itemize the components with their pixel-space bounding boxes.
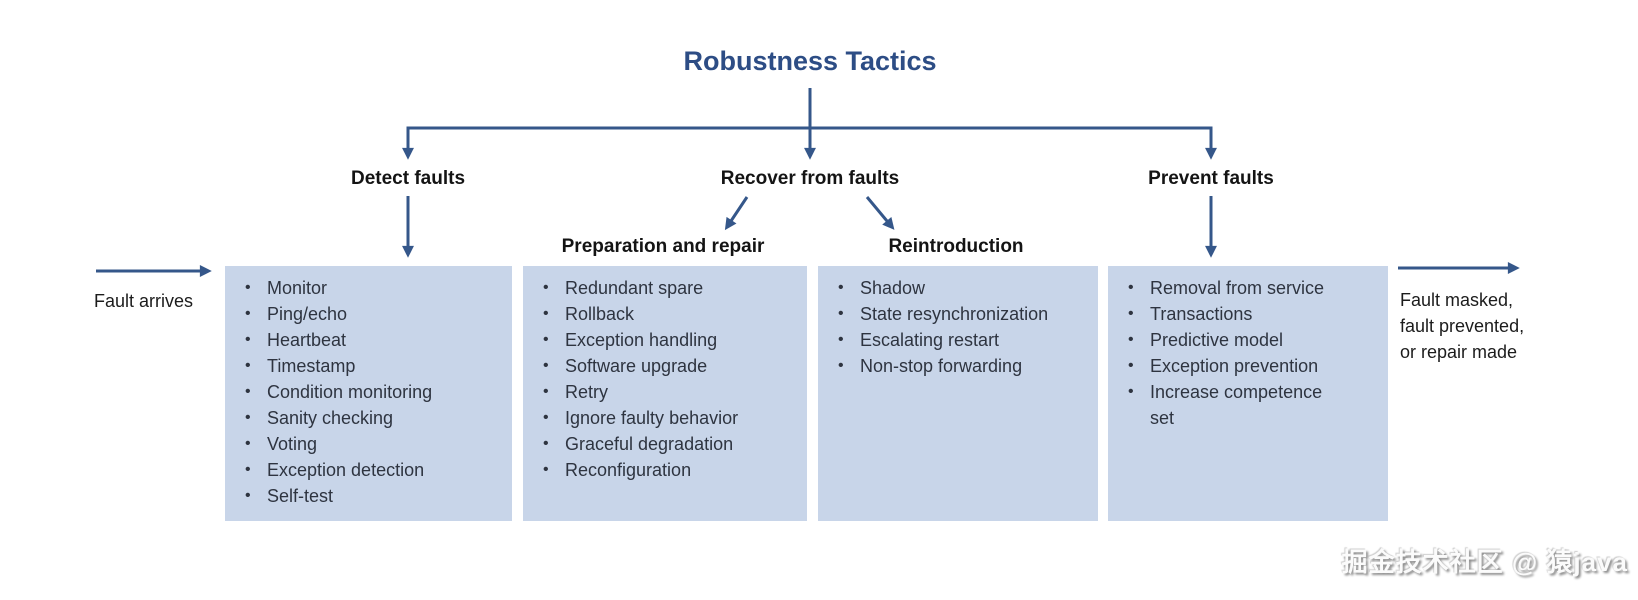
subcategory-label-reintroduction: Reintroduction	[888, 236, 1024, 257]
tactic-item: Self-test	[225, 483, 504, 509]
fault-arrives-label: Fault arrives	[94, 291, 194, 311]
tactic-item: Monitor	[225, 275, 504, 301]
fault-result-label: Fault masked, fault prevented, or repair…	[1400, 287, 1524, 365]
tactic-item: Voting	[225, 431, 504, 457]
arrow-recover-to-preparation	[724, 196, 749, 231]
tactics-box-preparation-and-repair: Redundant spareRollbackException handlin…	[523, 266, 807, 521]
tactic-item: Increase competence set	[1108, 379, 1340, 431]
tactic-item: Shadow	[818, 275, 1090, 301]
tactics-box-detect-faults: MonitorPing/echoHeartbeatTimestampCondit…	[225, 266, 512, 521]
tactics-list-detect: MonitorPing/echoHeartbeatTimestampCondit…	[225, 266, 512, 509]
fault-result-line-3: or repair made	[1400, 342, 1518, 362]
tactic-item: Ignore faulty behavior	[523, 405, 799, 431]
subcategory-label-preparation-and-repair: Preparation and repair	[561, 236, 765, 257]
tactic-item: Removal from service	[1108, 275, 1340, 301]
tactic-item: Predictive model	[1108, 327, 1340, 353]
tactics-box-reintroduction: ShadowState resynchronizationEscalating …	[818, 266, 1098, 521]
tactic-item: Rollback	[523, 301, 799, 327]
tactic-item: Redundant spare	[523, 275, 799, 301]
category-label-detect-faults: Detect faults	[350, 168, 466, 189]
watermark: 掘金技术社区 @ 猿java	[1341, 547, 1628, 577]
tactics-list-preparation: Redundant spareRollbackException handlin…	[523, 266, 807, 483]
arrow-recover-to-reintroduction	[865, 196, 895, 230]
tactic-item: Heartbeat	[225, 327, 504, 353]
tactic-item: Transactions	[1108, 301, 1340, 327]
tactic-item: Exception prevention	[1108, 353, 1340, 379]
tactic-item: Retry	[523, 379, 799, 405]
fault-result-line-1: Fault masked,	[1400, 290, 1514, 310]
tactic-item: Graceful degradation	[523, 431, 799, 457]
tactic-item: Exception detection	[225, 457, 504, 483]
diagram-title: Robustness Tactics	[683, 46, 937, 76]
category-label-recover-from-faults: Recover from faults	[720, 168, 900, 189]
tactic-item: Timestamp	[225, 353, 504, 379]
tactics-list-reintroduction: ShadowState resynchronizationEscalating …	[818, 266, 1098, 379]
tactic-item: Ping/echo	[225, 301, 504, 327]
tactic-item: Software upgrade	[523, 353, 799, 379]
fault-result-line-2: fault prevented,	[1400, 316, 1525, 336]
tactics-box-prevent-faults: Removal from serviceTransactionsPredicti…	[1108, 266, 1388, 521]
tactic-item: Exception handling	[523, 327, 799, 353]
tactic-item: Reconfiguration	[523, 457, 799, 483]
tactic-item: Condition monitoring	[225, 379, 504, 405]
category-label-prevent-faults: Prevent faults	[1148, 168, 1274, 189]
tactic-item: Non-stop forwarding	[818, 353, 1090, 379]
tactic-item: Escalating restart	[818, 327, 1090, 353]
tactic-item: Sanity checking	[225, 405, 504, 431]
tactics-list-prevent: Removal from serviceTransactionsPredicti…	[1108, 266, 1388, 431]
tactic-item: State resynchronization	[818, 301, 1090, 327]
